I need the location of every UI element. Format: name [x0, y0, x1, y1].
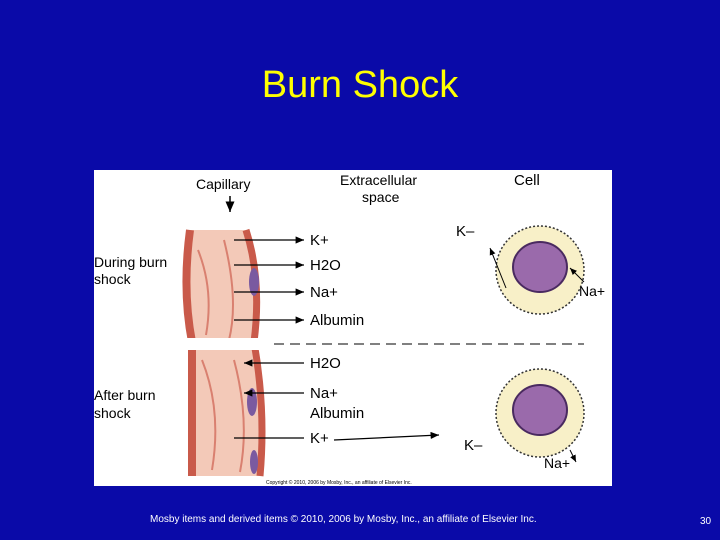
during-item-k: K+ — [310, 232, 329, 249]
header-cell: Cell — [514, 172, 540, 189]
during-label-line1: During burn — [94, 254, 167, 270]
after-item-albumin: Albumin — [310, 405, 364, 422]
header-capillary: Capillary — [196, 176, 250, 192]
cell-top-na-label: Na+ — [579, 283, 605, 299]
header-extracellular-line2: space — [362, 189, 400, 205]
cell-bottom-k-label: K– — [464, 437, 483, 454]
after-label-line2: shock — [94, 405, 132, 421]
slide-title: Burn Shock — [261, 64, 459, 106]
cell-top — [495, 225, 585, 315]
during-item-h2o: H2O — [310, 257, 341, 274]
figure-copyright: Copyright © 2010, 2006 by Mosby, Inc., a… — [266, 479, 412, 486]
cell-bottom — [495, 368, 585, 458]
after-item-k: K+ — [310, 430, 329, 447]
after-item-h2o: H2O — [310, 355, 341, 372]
slide-footer: Mosby items and derived items © 2010, 20… — [150, 514, 537, 525]
header-extracellular-line1: Extracellular — [340, 172, 417, 188]
during-item-albumin: Albumin — [310, 312, 364, 329]
diagram-svg: Capillary Extracellular space Cell Durin… — [94, 172, 605, 486]
arrow-after-k-to-cell — [333, 431, 440, 441]
after-item-na: Na+ — [310, 385, 338, 402]
arrow-top-na-in — [569, 267, 585, 283]
cell-bottom-na-label: Na+ — [544, 455, 570, 471]
during-item-na: Na+ — [310, 284, 338, 301]
during-label-line2: shock — [94, 271, 132, 287]
after-label-line1: After burn — [94, 387, 155, 403]
cell-top-k-label: K– — [456, 223, 475, 240]
page-number: 30 — [700, 516, 712, 527]
arrow-bottom-na-out — [569, 449, 577, 463]
capillary-vessel — [182, 228, 266, 477]
arrow-top-k-out — [489, 247, 507, 289]
burn-shock-diagram: Capillary Extracellular space Cell Durin… — [94, 170, 612, 486]
